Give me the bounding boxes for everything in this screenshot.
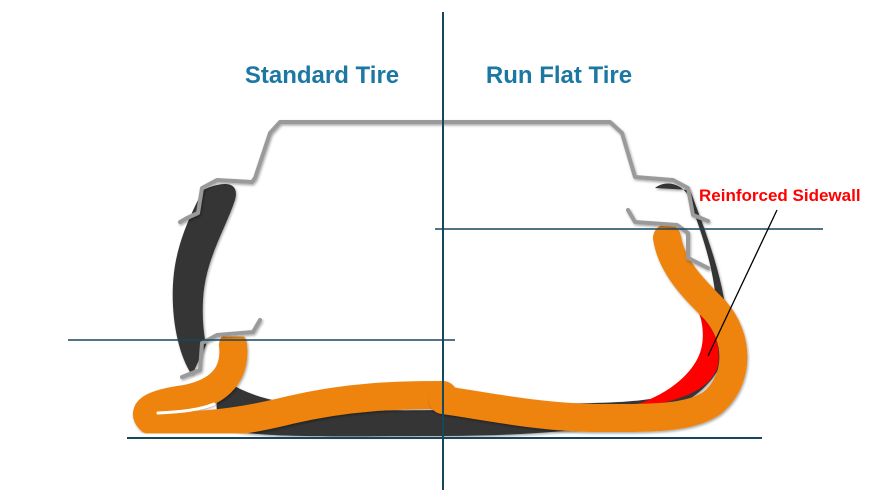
standard-sidewall-inner — [172, 184, 236, 375]
run-flat-tire-title: Run Flat Tire — [485, 62, 633, 89]
standard-tire-title: Standard Tire — [244, 62, 400, 89]
runflat-tire-rubber — [429, 224, 748, 433]
reinforced-sidewall-insert — [625, 285, 719, 408]
callout-leader-line — [707, 209, 778, 357]
standard-rim-flange — [180, 318, 262, 379]
reinforced-sidewall-label: Reinforced Sidewall — [699, 186, 861, 205]
standard-tire-rubber — [133, 331, 457, 440]
wheel-rim — [178, 120, 710, 224]
standard-tire-fold-gap — [156, 402, 216, 415]
